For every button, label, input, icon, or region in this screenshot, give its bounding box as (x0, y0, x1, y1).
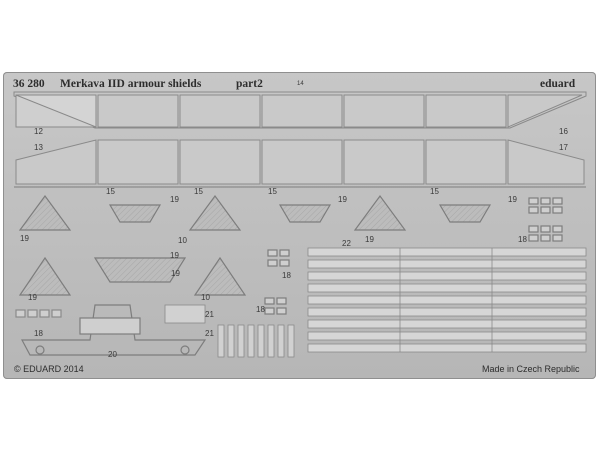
slat-grid-22 (307, 247, 587, 353)
part-number-19-h: 19 (28, 293, 37, 302)
part-number-21-b: 21 (205, 329, 214, 338)
shield-strip-12 (13, 91, 587, 129)
part-number-17: 17 (559, 143, 568, 152)
sheet-code: 36 280 (13, 78, 45, 90)
sheet-part: part2 (236, 78, 263, 90)
part-number-19-f: 19 (170, 251, 179, 260)
part-number-19-b: 19 (338, 195, 347, 204)
part-number-19-e: 19 (365, 235, 374, 244)
part-number-21-a: 21 (205, 310, 214, 319)
frame-part-20 (15, 304, 207, 356)
part-number-20: 20 (108, 350, 117, 359)
part-number-10-b: 10 (201, 293, 210, 302)
part-number-19-d: 19 (20, 234, 29, 243)
part-number-12: 12 (34, 127, 43, 136)
part-number-18-a: 18 (518, 235, 527, 244)
part-number-15-a: 15 (106, 187, 115, 196)
brand-logo: eduard (540, 78, 576, 90)
part-number-13: 13 (34, 143, 43, 152)
shield-strip-13 (14, 139, 586, 188)
part-number-18-b: 18 (282, 271, 291, 280)
part-number-15-d: 15 (430, 187, 439, 196)
origin-text: Made in Czech Republic (482, 364, 580, 374)
part-number-22: 22 (342, 239, 351, 248)
bracket-row-2 (18, 249, 290, 315)
part-number-15-c: 15 (268, 187, 277, 196)
part-number-10-a: 10 (178, 236, 187, 245)
small-mark: 14 (297, 81, 304, 87)
part-number-19-c: 19 (508, 195, 517, 204)
sheet-title: Merkava IID armour shields (60, 78, 202, 90)
part-number-18-d: 18 (34, 329, 43, 338)
bracket-row-1 (18, 194, 563, 242)
part-number-18-c: 18 (256, 305, 265, 314)
part-number-19-a: 19 (170, 195, 179, 204)
copyright-text: © EDUARD 2014 (14, 364, 84, 374)
part-number-15-b: 15 (194, 187, 203, 196)
part-number-16: 16 (559, 127, 568, 136)
part-number-19-g: 19 (171, 269, 180, 278)
small-parts-21 (164, 304, 295, 358)
